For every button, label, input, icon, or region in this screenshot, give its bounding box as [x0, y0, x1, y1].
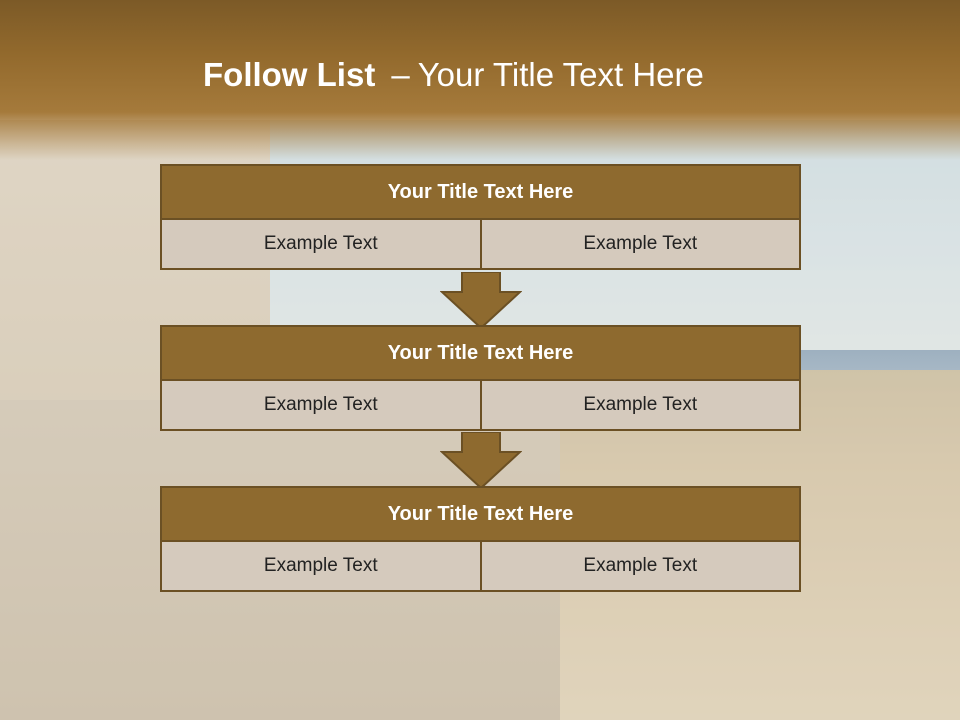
header-band [0, 0, 960, 160]
step-row: Example Text Example Text [160, 542, 801, 592]
step-cell-left: Example Text [160, 381, 482, 431]
step-cell-left: Example Text [160, 542, 482, 592]
step-title: Your Title Text Here [160, 164, 801, 220]
step-cell-left: Example Text [160, 220, 482, 270]
title-dash: – [391, 56, 410, 93]
slide-title: Follow List–Your Title Text Here [203, 56, 704, 94]
step-row: Example Text Example Text [160, 220, 801, 270]
step-block-2: Your Title Text Here Example Text Exampl… [160, 325, 801, 431]
step-cell-right: Example Text [481, 381, 801, 431]
step-cell-right: Example Text [481, 542, 801, 592]
step-cell-right: Example Text [481, 220, 801, 270]
down-arrow-icon [440, 272, 522, 330]
title-rest: Your Title Text Here [417, 56, 704, 93]
step-title: Your Title Text Here [160, 486, 801, 542]
down-arrow-icon [440, 432, 522, 490]
step-block-1: Your Title Text Here Example Text Exampl… [160, 164, 801, 270]
step-title: Your Title Text Here [160, 325, 801, 381]
step-block-3: Your Title Text Here Example Text Exampl… [160, 486, 801, 592]
step-row: Example Text Example Text [160, 381, 801, 431]
title-bold: Follow List [203, 56, 376, 93]
